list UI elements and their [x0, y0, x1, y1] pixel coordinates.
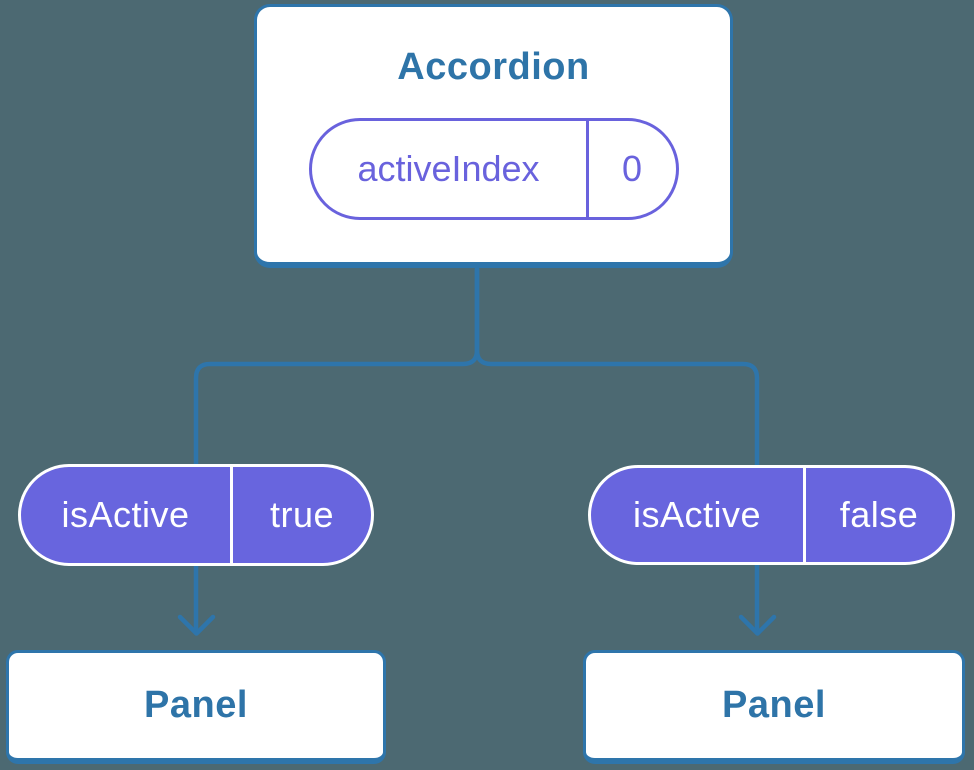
panel-title: Panel — [722, 684, 826, 726]
accordion-component-card: Accordion activeIndex 0 — [254, 4, 733, 268]
connector-line-right — [474, 266, 760, 636]
prop-pill-isactive-false: isActive false — [588, 465, 955, 565]
state-name-label: activeIndex — [357, 147, 540, 189]
prop-name-label: isActive — [632, 494, 762, 535]
pill-divider — [230, 467, 233, 563]
pill-divider — [585, 120, 589, 217]
panel-component-card-right: Panel — [583, 650, 965, 764]
prop-value-label: true — [269, 494, 335, 535]
prop-name-label: isActive — [61, 494, 190, 535]
arrow-down-right-icon — [738, 614, 777, 636]
prop-value-label: false — [839, 494, 919, 535]
panel-component-card-left: Panel — [6, 650, 386, 764]
arrow-down-left-icon — [177, 614, 216, 636]
panel-title: Panel — [144, 684, 248, 726]
connector-line-left — [193, 266, 480, 636]
state-pill-activeindex: activeIndex 0 — [308, 117, 679, 220]
accordion-title: Accordion — [397, 46, 590, 88]
pill-divider — [803, 468, 806, 562]
prop-pill-isactive-true: isActive true — [18, 464, 374, 566]
state-value-label: 0 — [621, 147, 643, 189]
